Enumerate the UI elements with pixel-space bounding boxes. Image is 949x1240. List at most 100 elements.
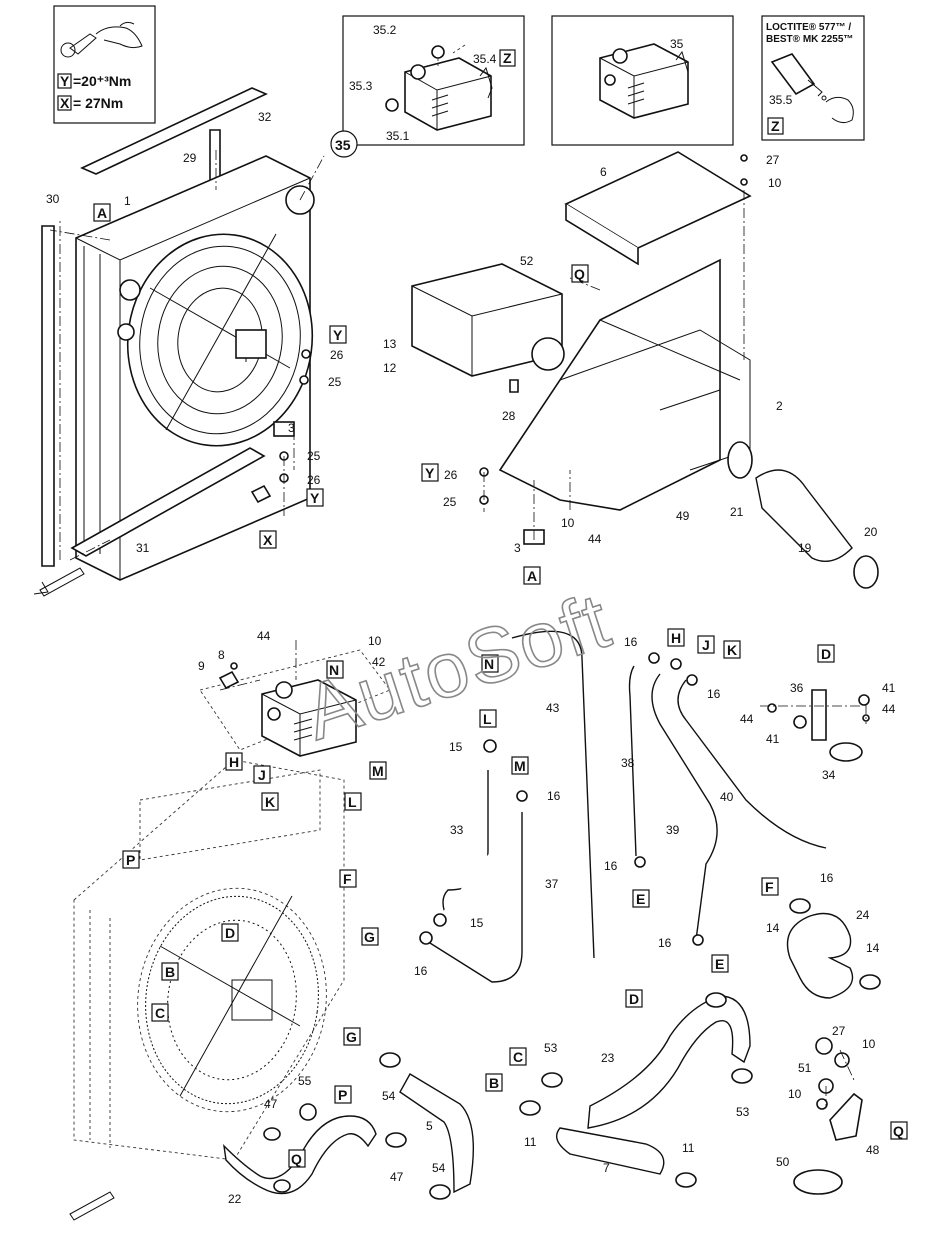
part-label-34: 34 [822, 768, 836, 782]
ref-box-G-hose5: G [343, 1027, 361, 1046]
ref-box-G-frame: G [361, 927, 379, 946]
ref-box-P-frame: P [122, 850, 140, 869]
part-label-16f: 16 [820, 871, 834, 885]
part-label-30: 30 [46, 192, 60, 206]
expansion-tank-exploded-icon [385, 44, 493, 131]
part-label-10b: 10 [561, 516, 575, 530]
part-label-38: 38 [621, 756, 635, 770]
reference-letter-boxes: A Y Y X Q Y A N H J M K L P F D G B C N … [93, 203, 908, 1168]
svg-text:Q: Q [291, 1151, 302, 1167]
svg-text:P: P [338, 1087, 347, 1103]
svg-text:M: M [372, 763, 384, 779]
ref-box-D-bracket: D [817, 644, 835, 663]
part-label-43: 43 [546, 701, 560, 715]
svg-text:B: B [489, 1075, 499, 1091]
part-label-8: 8 [218, 648, 225, 662]
part-label-49: 49 [676, 509, 690, 523]
expansion-tank-detail-box: 35 35.2 35.3 35.4 Z 35.1 [330, 15, 525, 158]
svg-text:H: H [671, 630, 681, 646]
svg-text:Q: Q [893, 1123, 904, 1139]
expansion-tank-installed [218, 662, 357, 757]
ref-box-N-tank: N [326, 660, 344, 679]
part-label-15b: 15 [470, 916, 484, 930]
part-label-44b: 44 [257, 629, 271, 643]
svg-text:K: K [265, 794, 275, 810]
svg-text:L: L [483, 711, 492, 727]
hose-22 [223, 1115, 377, 1195]
seal-strip-30 [41, 225, 55, 567]
line-43 [511, 630, 595, 959]
hose-39 [651, 673, 718, 941]
ref-box-Q-top: Q [571, 264, 589, 283]
hose-7 [556, 1127, 665, 1175]
hose-5 [399, 1073, 474, 1194]
ref-box-Y-1: Y [329, 325, 347, 344]
part-label-48: 48 [866, 1143, 880, 1157]
svg-text:B: B [165, 964, 175, 980]
part-label-31: 31 [136, 541, 150, 555]
svg-text:G: G [364, 929, 375, 945]
part-label-3a: 3 [288, 421, 295, 435]
part-label-47a: 47 [264, 1097, 278, 1111]
part-label-26c: 26 [444, 468, 458, 482]
ref-box-X: X [259, 530, 277, 549]
part-label-55: 55 [298, 1074, 312, 1088]
part-label-2: 2 [776, 399, 783, 413]
part-label-25b: 25 [307, 449, 321, 463]
ref-box-F-hose: F [761, 877, 779, 896]
hoses [223, 630, 854, 1195]
cover-6 [564, 151, 752, 249]
part-label-26b: 26 [307, 473, 321, 487]
wrench-hand-icon [60, 21, 143, 58]
torque-x-key: X [60, 95, 70, 111]
svg-text:35: 35 [670, 37, 684, 51]
svg-text:J: J [702, 637, 710, 653]
svg-text:A: A [97, 205, 107, 221]
ref-box-H-tank: H [225, 752, 243, 771]
part-number-labels: 32 29 30 1 26 25 3 25 26 31 6 27 10 52 1… [46, 110, 896, 1206]
part-label-10e: 10 [788, 1087, 802, 1101]
svg-text:E: E [715, 956, 724, 972]
part-label-15a: 15 [449, 740, 463, 754]
svg-text:G: G [346, 1029, 357, 1045]
part-label-47b: 47 [390, 1170, 404, 1184]
part-label-9: 9 [198, 659, 205, 673]
hose-clamps [263, 652, 881, 1200]
ref-box-M-hose: M [511, 756, 529, 775]
ref-box-D-frame: D [221, 923, 239, 942]
part-label-50: 50 [776, 1155, 790, 1169]
part-label-41a: 41 [882, 681, 896, 695]
svg-text:X: X [263, 532, 273, 548]
part-label-20: 20 [864, 525, 878, 539]
bracket-36-assembly [767, 689, 870, 1141]
ref-box-J-hose: J [697, 635, 715, 654]
part-label-16e: 16 [604, 859, 618, 873]
part-label-54b: 54 [432, 1161, 446, 1175]
part-label-44c: 44 [740, 712, 754, 726]
ref-box-L-hose: L [479, 709, 497, 728]
svg-text:35.1: 35.1 [386, 129, 410, 143]
ref-box-Y-2: Y [306, 488, 324, 507]
part-label-51: 51 [798, 1061, 812, 1075]
radiator-rear-view [69, 649, 391, 1221]
svg-text:P: P [126, 852, 135, 868]
svg-text:M: M [514, 758, 526, 774]
seal-strip-32 [80, 87, 268, 175]
svg-text:F: F [343, 871, 352, 887]
air-cleaner-and-bracket [411, 151, 879, 589]
radiator-assembly [33, 87, 315, 597]
part-label-36: 36 [790, 681, 804, 695]
hose-23 [587, 995, 751, 1129]
part-label-27b: 27 [832, 1024, 846, 1038]
ref-box-E-hose23: E [711, 954, 729, 973]
ref-box-Q-hose22: Q [288, 1149, 306, 1168]
hardware-small [250, 154, 748, 545]
ref-box-K-hose: K [723, 640, 741, 659]
part-label-12: 12 [383, 361, 397, 375]
ref-box-B-frame: B [161, 962, 179, 981]
part-label-29: 29 [183, 151, 197, 165]
part-label-26a: 26 [330, 348, 344, 362]
ref-box-Q-bracket48: Q [890, 1121, 908, 1140]
svg-text:F: F [765, 879, 774, 895]
